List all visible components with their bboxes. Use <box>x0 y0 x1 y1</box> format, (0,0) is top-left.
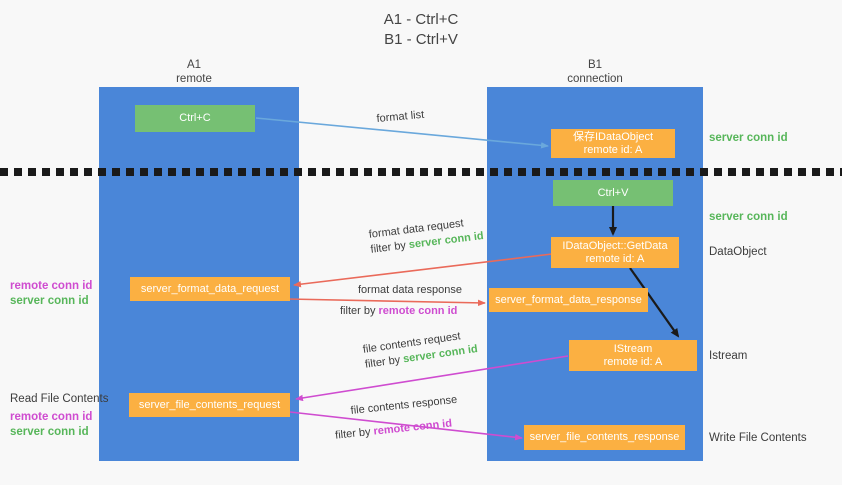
box-server-format-data-response-label: server_format_data_response <box>495 293 642 306</box>
file-contents-response-value: remote conn id <box>372 417 453 438</box>
format-data-response-line2: filter by remote conn id <box>340 304 462 319</box>
label-format-remote-conn-id: remote conn id <box>10 280 93 292</box>
box-getdata-line2: remote id: A <box>585 252 645 265</box>
format-data-response-prefix: filter by <box>340 305 379 317</box>
file-contents-response-prefix: filter by <box>334 425 375 442</box>
title-line-2: B1 - Ctrl+V <box>384 31 458 48</box>
lane-a1-title: A1 <box>186 59 202 71</box>
label-istream: Istream <box>709 350 748 362</box>
file-contents-request-prefix: filter by <box>364 353 405 371</box>
box-ctrl-v[interactable]: Ctrl+V <box>553 180 673 206</box>
box-idataobject-getdata[interactable]: IDataObject::GetData remote id: A <box>551 237 679 268</box>
file-contents-response-line1: file contents response <box>350 393 458 417</box>
arrow-label-file-contents-request: file contents request filter by server c… <box>362 327 479 373</box>
format-data-request-prefix: filter by <box>369 239 410 256</box>
arrow-label-format-list: format list <box>376 108 425 125</box>
box-server-format-data-request-label: server_format_data_request <box>140 282 280 295</box>
box-server-file-contents-response[interactable]: server_file_contents_response <box>524 425 685 450</box>
box-istream-line2: remote id: A <box>603 355 663 368</box>
file-contents-response-line2: filter by remote conn id <box>335 416 461 444</box>
label-server-conn-id-mid: server conn id <box>709 211 788 223</box>
format-data-response-value: remote conn id <box>378 305 458 317</box>
arrow-label-format-data-request: format data request filter by server con… <box>368 214 485 258</box>
label-dataobject: DataObject <box>709 246 767 258</box>
lane-b1-subtitle: connection <box>567 73 623 85</box>
arrow-label-file-contents-response: file contents response filter by remote … <box>335 393 460 442</box>
box-server-format-data-response[interactable]: server_format_data_response <box>489 288 648 312</box>
box-ctrl-c-label: Ctrl+C <box>179 112 211 124</box>
label-format-server-conn-id: server conn id <box>10 295 89 307</box>
box-ctrl-v-label: Ctrl+V <box>597 186 629 199</box>
lane-a1-subtitle: remote <box>176 73 212 85</box>
box-istream-line1: IStream <box>613 342 653 355</box>
label-file-remote-conn-id: remote conn id <box>10 411 93 423</box>
box-server-format-data-request[interactable]: server_format_data_request <box>130 277 290 301</box>
lane-header-b1: B1 connection <box>520 58 670 86</box>
box-save-idataobject-line1: 保存IDataObject <box>572 130 654 143</box>
label-server-conn-id-top: server conn id <box>709 132 788 144</box>
format-data-response-line1: format data response <box>358 284 462 296</box>
box-istream[interactable]: IStream remote id: A <box>569 340 697 371</box>
box-getdata-line1: IDataObject::GetData <box>562 239 668 252</box>
box-server-file-contents-response-label: server_file_contents_response <box>529 431 680 443</box>
box-server-file-contents-request-label: server_file_contents_request <box>138 398 281 411</box>
box-server-file-contents-request[interactable]: server_file_contents_request <box>129 393 290 417</box>
label-read-file-contents: Read File Contents <box>10 393 109 405</box>
divider-dashed-line <box>0 168 842 176</box>
lane-b1-title: B1 <box>587 59 603 71</box>
label-file-server-conn-id: server conn id <box>10 426 89 438</box>
arrow-label-format-data-response: format data response filter by remote co… <box>340 283 462 319</box>
diagram-title: A1 - Ctrl+C B1 - Ctrl+V <box>0 10 842 50</box>
box-save-idataobject[interactable]: 保存IDataObject remote id: A <box>551 129 675 158</box>
title-line-1: A1 - Ctrl+C <box>383 11 459 28</box>
box-ctrl-c[interactable]: Ctrl+C <box>135 105 255 132</box>
label-write-file-contents: Write File Contents <box>709 432 807 444</box>
box-save-idataobject-line2: remote id: A <box>583 143 643 156</box>
lane-header-a1: A1 remote <box>119 58 269 86</box>
